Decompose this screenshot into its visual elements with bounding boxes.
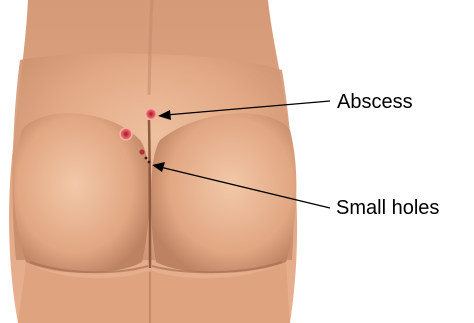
abscess-label: Abscess [337,92,413,112]
gluteal-cleft [149,120,150,268]
small-hole-2 [145,157,148,160]
abscess-lesion [146,109,157,120]
right-buttock [151,113,297,273]
small-hole-3 [148,161,151,164]
lesion-left [120,128,132,140]
small-holes-label: Small holes [336,198,439,218]
small-hole-1 [139,149,144,154]
